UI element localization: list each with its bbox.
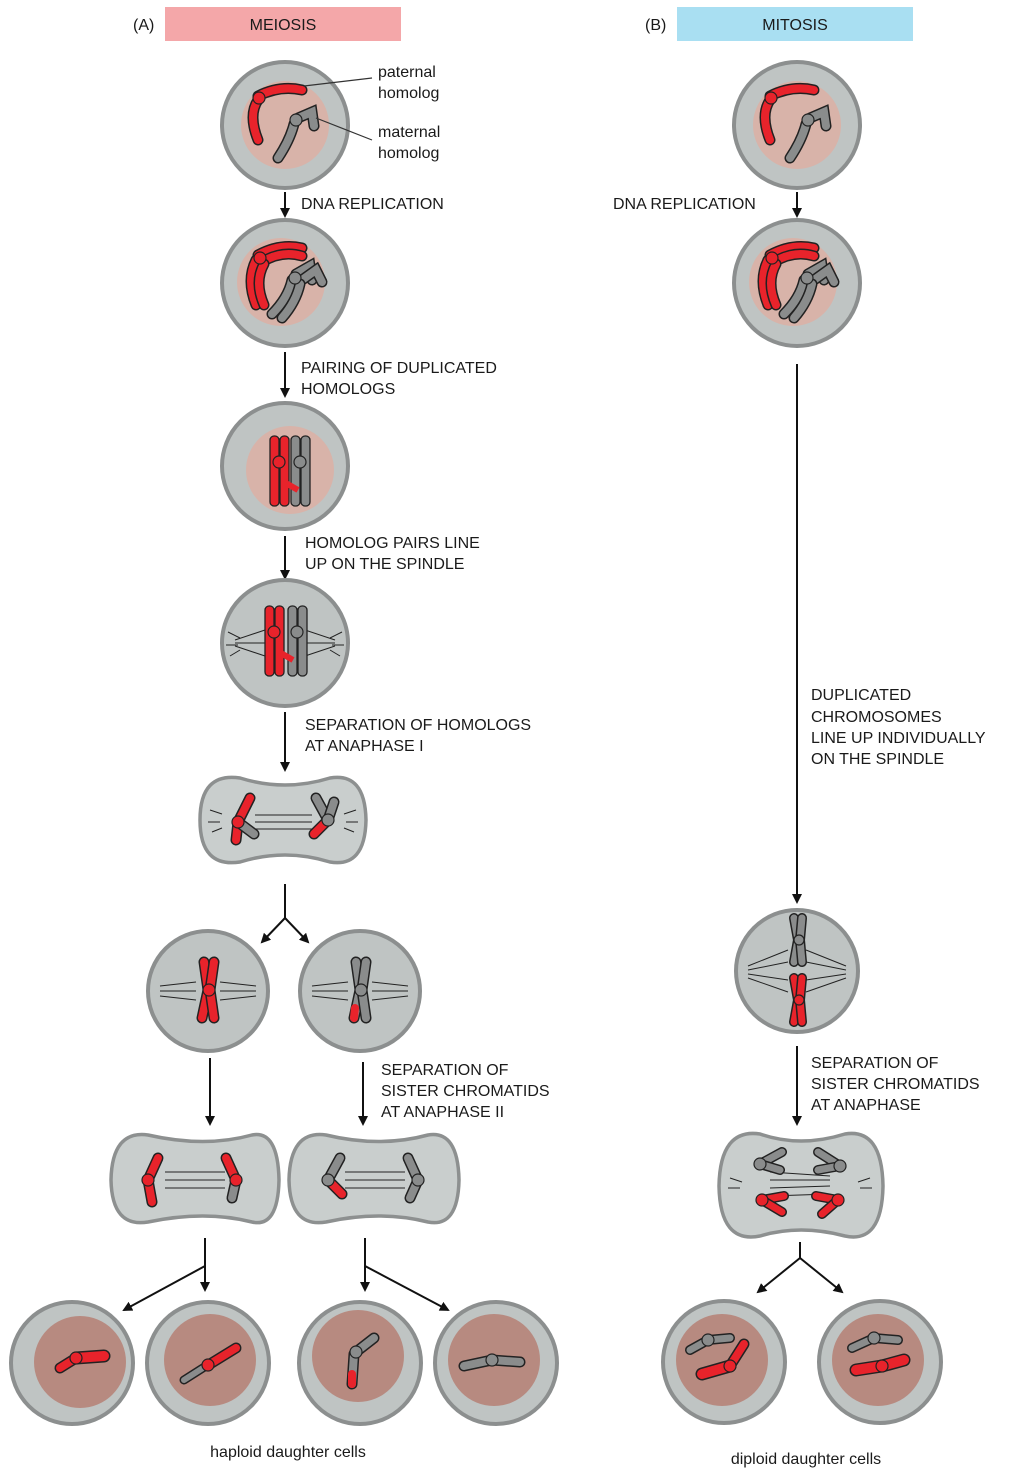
step-sep2-2: SISTER CHROMATIDS — [381, 1083, 550, 1100]
caption-diploid: diploid daughter cells — [731, 1451, 881, 1468]
panel-b-header: (B) MITOSIS — [645, 7, 913, 41]
meiosis-cell-anaphase-ii-left — [111, 1135, 279, 1223]
step-dup-1: DUPLICATED — [811, 687, 911, 704]
step-lineup-1: HOMOLOG PAIRS LINE — [305, 535, 480, 552]
step-msep-1: SEPARATION OF — [811, 1055, 939, 1072]
haploid-daughter-3 — [299, 1302, 421, 1424]
panel-b-title: MITOSIS — [762, 17, 828, 34]
mitosis-cell-replicated — [734, 220, 860, 346]
step-dup-2: CHROMOSOMES — [811, 709, 942, 726]
step-mitosis-dna: DNA REPLICATION — [613, 196, 756, 213]
arrow-split-meiosis-ii — [124, 1238, 448, 1310]
step-dup-4: ON THE SPINDLE — [811, 751, 944, 768]
haploid-daughter-1 — [11, 1302, 133, 1424]
step-sep1-1: SEPARATION OF HOMOLOGS — [305, 717, 531, 734]
panel-a-letter: (A) — [133, 17, 154, 34]
step-msep-2: SISTER CHROMATIDS — [811, 1076, 980, 1093]
label-paternal-1: paternal — [378, 64, 436, 81]
step-sep2-3: AT ANAPHASE II — [381, 1104, 504, 1121]
meiosis-cell-spindle — [222, 580, 348, 706]
haploid-daughter-4 — [435, 1302, 557, 1424]
step-dup-3: LINE UP INDIVIDUALLY — [811, 730, 986, 747]
step-sep2-1: SEPARATION OF — [381, 1062, 509, 1079]
label-maternal-2: homolog — [378, 145, 439, 162]
step-sep1-2: AT ANAPHASE I — [305, 738, 424, 755]
diploid-daughter-2 — [819, 1301, 941, 1423]
meiosis-cell-metaphase-ii-right — [300, 931, 420, 1051]
meiosis-cell-anaphase-ii-right — [289, 1135, 459, 1223]
meiosis-cell-metaphase-ii-left — [148, 931, 268, 1051]
step-lineup-2: UP ON THE SPINDLE — [305, 556, 464, 573]
haploid-daughter-2 — [147, 1302, 269, 1424]
meiosis-cell-initial — [222, 62, 348, 188]
mitosis-cell-anaphase — [719, 1133, 883, 1237]
meiosis-cell-anaphase-i — [200, 777, 366, 862]
meiosis-cell-replicated — [222, 220, 348, 346]
label-paternal-2: homolog — [378, 85, 439, 102]
step-meiosis-dna: DNA REPLICATION — [301, 196, 444, 213]
panel-a-header: (A) MEIOSIS — [133, 7, 401, 41]
caption-haploid: haploid daughter cells — [210, 1444, 366, 1461]
label-maternal-1: maternal — [378, 124, 440, 141]
diploid-daughter-1 — [663, 1301, 785, 1423]
step-pairing-1: PAIRING OF DUPLICATED — [301, 360, 497, 377]
mitosis-cell-initial — [734, 62, 860, 188]
step-msep-3: AT ANAPHASE — [811, 1097, 921, 1114]
panel-b-letter: (B) — [645, 17, 666, 34]
arrow-split-meiosis-i — [262, 884, 308, 942]
arrow-split-mitosis — [758, 1242, 842, 1292]
panel-a-title: MEIOSIS — [250, 17, 317, 34]
mitosis-cell-metaphase — [736, 910, 858, 1032]
meiosis-cell-paired — [222, 403, 348, 529]
step-pairing-2: HOMOLOGS — [301, 381, 395, 398]
